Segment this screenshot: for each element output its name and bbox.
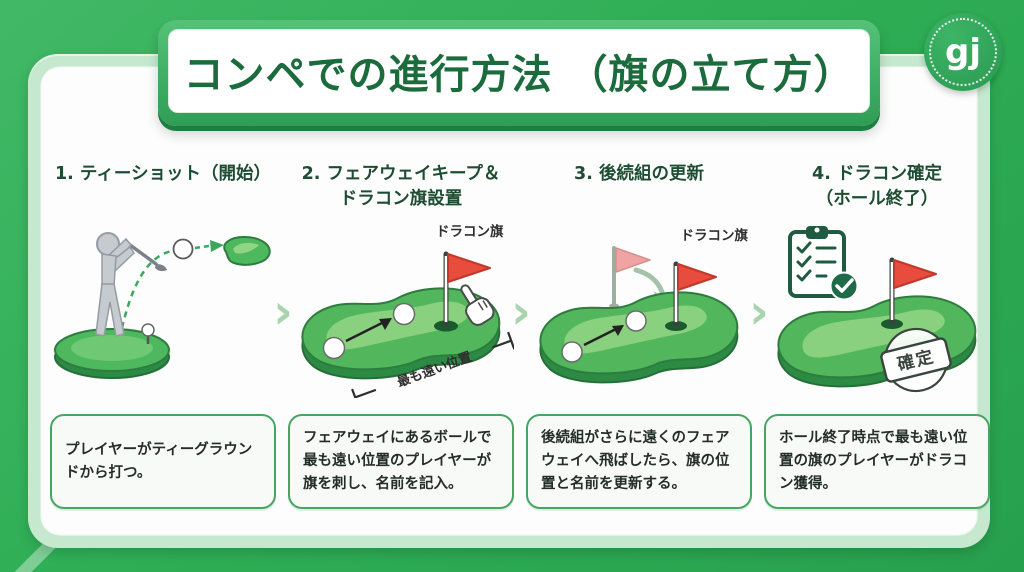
clipboard-check-icon <box>788 226 859 301</box>
step-2: 2. フェアウェイキープ＆ ドラコン旗設置 ドラコン旗 <box>288 162 514 509</box>
ball-far-icon <box>392 302 416 326</box>
golfer-icon <box>95 232 167 337</box>
step-separator-chevron: › <box>511 284 531 340</box>
golf-ball-icon <box>172 238 194 260</box>
hand-cursor-icon <box>460 284 495 326</box>
move-arrow <box>633 267 665 295</box>
logo-dotted-ring <box>929 18 997 86</box>
ball-far-icon <box>625 310 647 332</box>
step-4-description: ホール終了時点で最も遠い位置の旗のプレイヤーがドラコン獲得。 <box>764 414 990 509</box>
gj-logo: gj <box>924 13 1002 91</box>
dracon-flag-icon <box>443 251 491 327</box>
step-3: 3. 後続組の更新 ドラコン旗 <box>526 162 752 509</box>
advance-arrow <box>583 326 619 347</box>
fairway-icon <box>539 291 739 384</box>
fairway-target-icon <box>223 235 271 266</box>
step-2-title: 2. フェアウェイキープ＆ ドラコン旗設置 <box>301 164 501 209</box>
fairway-icon <box>301 287 501 380</box>
step-3-title: 3. 後続組の更新 <box>574 164 704 184</box>
new-flag-icon <box>673 261 717 327</box>
ball-trajectory <box>120 248 179 329</box>
step-1: 1. ティーショット（開始） <box>50 162 276 509</box>
page-title: コンペでの進行方法 （旗の立て方） <box>183 52 855 98</box>
dracon-flag-label: ドラコン旗 <box>436 223 504 240</box>
trajectory-arrow-shaft <box>194 244 210 250</box>
step-1-description: プレイヤーがティーグラウンドから打つ。 <box>50 414 276 509</box>
teed-ball-icon <box>141 323 155 344</box>
advance-arrowhead <box>612 325 624 336</box>
advance-arrow <box>345 319 387 343</box>
dracon-flag-label: ドラコン旗 <box>681 227 749 244</box>
tee-shot-illustration <box>54 232 271 379</box>
dracon-confirmed-illustration: 確定 <box>777 226 977 393</box>
final-flag-icon <box>889 257 937 325</box>
step-2-description: フェアウェイにあるボールで最も遠い位置のプレイヤーが旗を刺し、名前を記入。 <box>288 414 514 509</box>
step-1-title: 1. ティーショット（開始） <box>54 164 272 184</box>
advance-arrowhead <box>379 318 392 330</box>
step-separator-chevron: › <box>273 284 293 340</box>
step-4: 4. ドラコン確定 （ホール終了） <box>764 162 990 509</box>
steps-row: 1. ティーショット（開始） <box>50 162 990 509</box>
ball-near-icon <box>322 336 346 360</box>
step-3-description: 後続組がさらに遠くのフェアウェイへ飛ばしたら、旗の位置と名前を更新する。 <box>526 414 752 509</box>
step-4-title: 4. ドラコン確定 （ホール終了） <box>812 164 942 209</box>
flag-update-illustration: ドラコン旗 <box>539 227 749 384</box>
ball-near-icon <box>561 341 583 363</box>
title-banner: コンペでの進行方法 （旗の立て方） <box>158 20 880 126</box>
step-separator-chevron: › <box>749 284 769 340</box>
flag-placement-illustration: ドラコン旗 <box>301 223 514 398</box>
trajectory-arrowhead <box>210 240 224 252</box>
tee-ground-icon <box>54 328 170 379</box>
confirmed-stamp: 確定 <box>880 327 952 393</box>
